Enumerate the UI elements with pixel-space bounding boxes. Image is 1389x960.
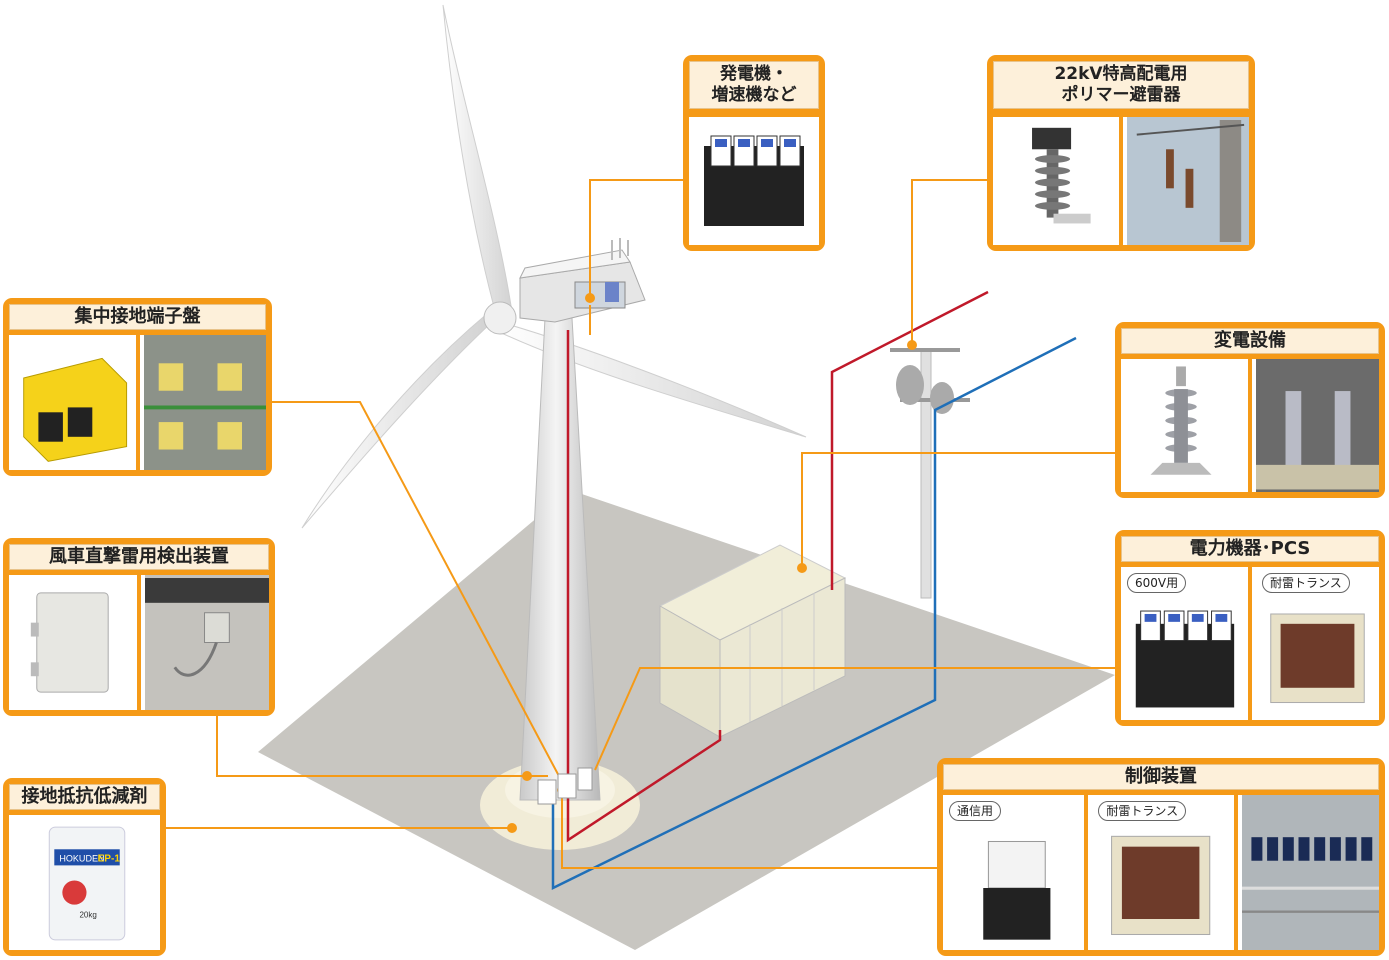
panel-title: 電力機器･PCS xyxy=(1121,536,1379,562)
panel-polymer-arrester: 22kV特高配電用 ポリマー避雷器 xyxy=(987,55,1255,251)
panel-generator: 発電機・ 増速機など xyxy=(683,55,825,251)
control-panel-photo xyxy=(1241,795,1379,950)
turbine-nacelle xyxy=(483,238,646,335)
leader-dots xyxy=(507,293,917,833)
ground-plane xyxy=(258,490,1115,950)
spd-device-image xyxy=(689,117,819,245)
base-terminal-boxes xyxy=(537,767,593,805)
control-lightning-transformer-image: 耐雷トランス xyxy=(1092,795,1230,950)
panel-title: 22kV特高配電用 ポリマー避雷器 xyxy=(993,61,1249,109)
panel-lightning-detector: 風車直撃雷用検出装置 xyxy=(3,538,275,716)
panel-title: 変電設備 xyxy=(1121,328,1379,354)
panel-substation: 変電設備 xyxy=(1115,322,1385,498)
utility-pole xyxy=(890,348,970,599)
terminal-device-image xyxy=(9,335,132,470)
bag-brand-text: HOKUDEN xyxy=(59,853,104,863)
substation-photo xyxy=(1256,359,1379,492)
comm-line xyxy=(551,336,1077,891)
tag-lightning-transformer: 耐雷トランス xyxy=(1098,801,1187,821)
panel-control-devices: 制御装置 通信用 耐雷トランス xyxy=(937,758,1385,956)
bag-product-text: EP-1 xyxy=(98,853,121,864)
arrester-image xyxy=(993,117,1115,245)
panel-power-pcs: 電力機器･PCS 600V用 耐雷トランス xyxy=(1115,530,1385,726)
panel-title: 接地抵抗低減剤 xyxy=(9,784,160,810)
arrester-pole-photo xyxy=(1127,117,1249,245)
panel-title: 発電機・ 増速機など xyxy=(689,61,819,109)
detector-box-image xyxy=(9,575,133,710)
lightning-transformer-image: 耐雷トランス xyxy=(1256,567,1379,720)
tag-lightning-transformer: 耐雷トランス xyxy=(1262,573,1350,593)
detector-installed-photo xyxy=(145,575,269,710)
power-line xyxy=(566,330,722,843)
panel-title: 風車直撃雷用検出装置 xyxy=(9,544,269,570)
panel-title: 制御装置 xyxy=(943,764,1379,790)
terminal-board-photo xyxy=(143,335,266,470)
communication-spd-image: 通信用 xyxy=(943,795,1081,950)
insulator-image xyxy=(1121,359,1244,492)
tag-600v: 600V用 xyxy=(1127,573,1187,593)
panel-title: 集中接地端子盤 xyxy=(9,304,266,330)
bag-weight-text: 20kg xyxy=(79,911,96,920)
spd-600v-image: 600V用 xyxy=(1121,567,1244,720)
panel-grounding-terminal: 集中接地端子盤 xyxy=(3,298,272,476)
leader-lines xyxy=(166,179,1115,869)
tag-communication: 通信用 xyxy=(949,801,1002,821)
